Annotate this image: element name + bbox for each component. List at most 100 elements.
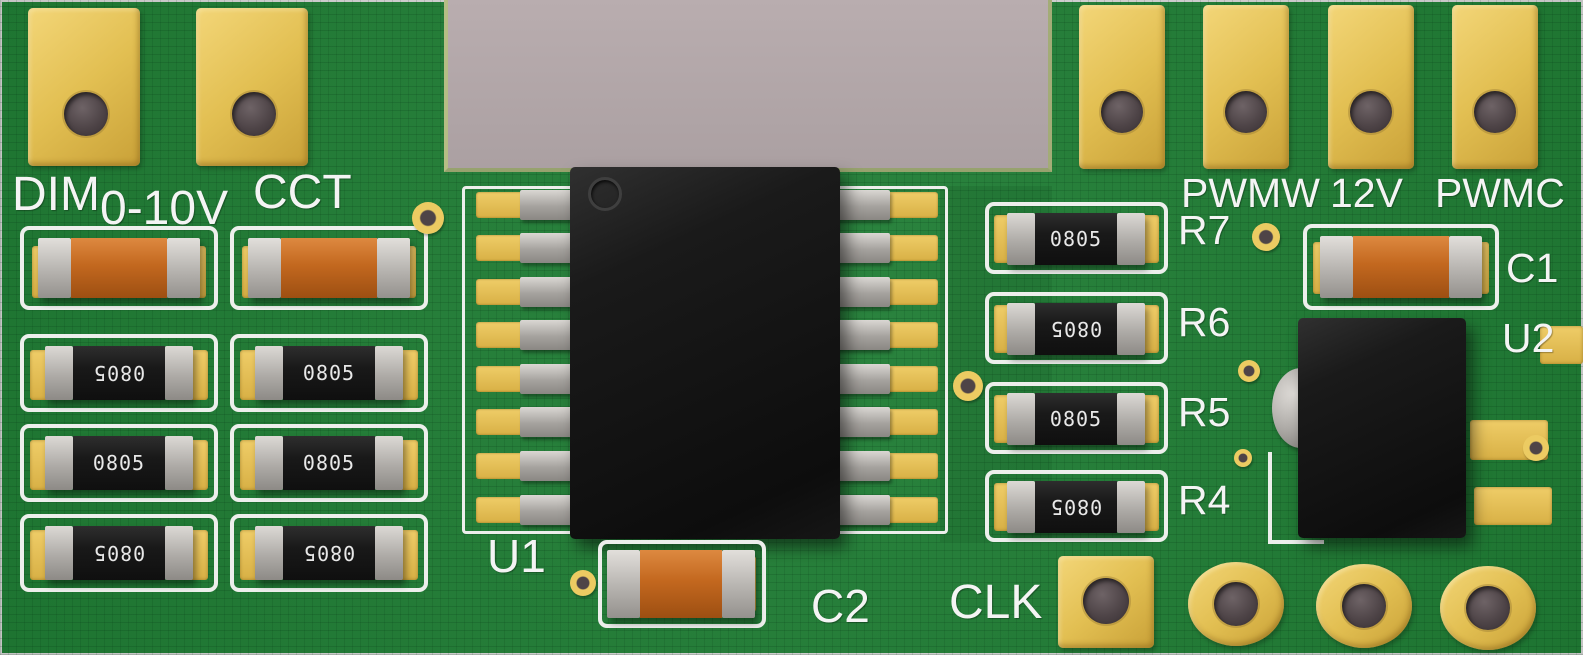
resistor-marking: 0805 (302, 451, 356, 475)
silkscreen-label-c1: C1 (1506, 245, 1559, 291)
u2-silkscreen-segment (1268, 540, 1324, 544)
resistor-body: 0805 (1035, 213, 1117, 265)
ic-pad (886, 192, 938, 218)
resistor-terminal (375, 526, 403, 580)
pwmc-connector-pad (1452, 5, 1538, 169)
silkscreen-label-dim: DIM (12, 168, 100, 221)
capacitor-body (281, 238, 377, 298)
silkscreen-label-0-10v: 0-10V (100, 182, 229, 235)
resistor-marking: 0805 (92, 361, 146, 385)
resistor-r5: 0805 (1007, 393, 1145, 445)
resistor-terminal (45, 436, 73, 490)
ic-pin (836, 495, 890, 525)
ic-pin (836, 190, 890, 220)
resistor-terminal (1007, 213, 1035, 265)
ic-pin (520, 364, 574, 394)
resistor-body: 0805 (1035, 393, 1117, 445)
capacitor-footprint (230, 226, 428, 310)
resistor-footprint: 0805 (230, 424, 428, 502)
ic-pad (476, 409, 528, 435)
resistor-terminal (45, 526, 73, 580)
ic-pad (886, 497, 938, 523)
drill-hole (1342, 584, 1386, 628)
resistor-terminal (1117, 213, 1145, 265)
resistor-body: 0805 (73, 526, 165, 580)
through-hole-pad (1316, 564, 1412, 648)
silkscreen-label-12v: 12V (1330, 170, 1403, 216)
resistor-footprint: 0805 (20, 424, 218, 502)
capacitor-body (1353, 236, 1449, 298)
resistor-terminal (1007, 303, 1035, 355)
capacitor-terminal (607, 550, 640, 618)
silkscreen-label-r7: R7 (1178, 207, 1231, 253)
resistor-terminal (45, 346, 73, 400)
resistor-marking: 0805 (1049, 495, 1103, 519)
drill-hole (232, 92, 276, 136)
capacitor (38, 238, 200, 298)
silkscreen-label-r6: R6 (1178, 299, 1231, 345)
via (1238, 360, 1260, 382)
ic-pad (476, 235, 528, 261)
resistor-terminal (1117, 481, 1145, 533)
resistor-0805: 0805 (255, 526, 403, 580)
capacitor-body (71, 238, 167, 298)
ic-pad (476, 453, 528, 479)
capacitor-c1-footprint (1303, 224, 1499, 310)
u2-silkscreen-segment (1268, 452, 1272, 544)
ic-pin (836, 407, 890, 437)
via (953, 371, 983, 401)
pin1-marker (588, 177, 622, 211)
resistor-r6-footprint: 0805 (985, 292, 1168, 364)
ic-pad (886, 366, 938, 392)
ic-pin (520, 495, 574, 525)
resistor-body: 0805 (1035, 303, 1117, 355)
clk-pad (1058, 556, 1154, 648)
capacitor-terminal (1320, 236, 1353, 298)
resistor-terminal (375, 346, 403, 400)
drill-hole (1474, 91, 1516, 133)
drill-hole (1214, 582, 1258, 626)
resistor-r5-footprint: 0805 (985, 382, 1168, 454)
resistor-0805: 0805 (255, 346, 403, 400)
twelve-volt-connector-pad (1328, 5, 1414, 169)
ic-pin (520, 320, 574, 350)
ic-pad (886, 322, 938, 348)
ic-pin (520, 190, 574, 220)
ic-pin (836, 233, 890, 263)
resistor-terminal (165, 526, 193, 580)
resistor-body: 0805 (73, 346, 165, 400)
silkscreen-label-clk: CLK (949, 576, 1043, 629)
drill-hole (1225, 91, 1267, 133)
via (412, 202, 444, 234)
capacitor-c2-footprint (598, 540, 766, 628)
ic-pad (886, 409, 938, 435)
silkscreen-label-r5: R5 (1178, 389, 1231, 435)
capacitor-terminal (722, 550, 755, 618)
drill-hole (1350, 91, 1392, 133)
resistor-terminal (1007, 393, 1035, 445)
ic-pin (836, 451, 890, 481)
via (1252, 223, 1280, 251)
resistor-r7-footprint: 0805 (985, 202, 1168, 274)
resistor-r4: 0805 (1007, 481, 1145, 533)
resistor-terminal (1007, 481, 1035, 533)
resistor-marking: 0805 (92, 451, 146, 475)
resistor-terminal (255, 436, 283, 490)
resistor-body: 0805 (283, 526, 375, 580)
resistor-footprint: 0805 (230, 334, 428, 412)
ic-pad (886, 279, 938, 305)
resistor-marking: 0805 (1049, 317, 1103, 341)
ic-pad (886, 453, 938, 479)
resistor-marking: 0805 (302, 541, 356, 565)
ic-pad (886, 235, 938, 261)
resistor-body: 0805 (73, 436, 165, 490)
capacitor-terminal (167, 238, 200, 298)
ic-pin (520, 233, 574, 263)
ic-pad (476, 192, 528, 218)
resistor-r4-footprint: 0805 (985, 470, 1168, 542)
ic-pin (520, 277, 574, 307)
resistor-body: 0805 (283, 346, 375, 400)
capacitor-terminal (1449, 236, 1482, 298)
ic-pad (476, 279, 528, 305)
